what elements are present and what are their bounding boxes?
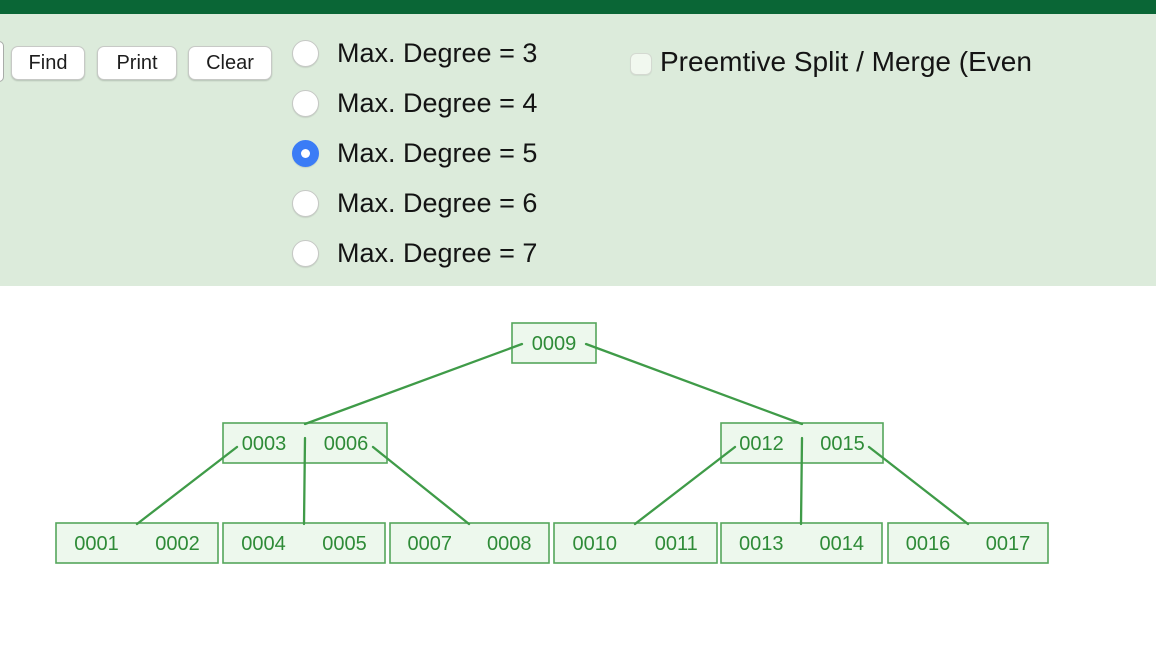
radio-label-max-degree-6: Max. Degree = 6	[337, 187, 538, 218]
preemptive-split-merge-checkbox[interactable]	[630, 53, 652, 75]
tree-edge-2	[135, 445, 239, 526]
tree-edge-4	[371, 445, 471, 526]
tree-key-0014: 0014	[820, 533, 865, 555]
radio-row-max-degree-4: Max. Degree = 4	[292, 87, 537, 119]
tree-node-leaf-1	[55, 522, 219, 564]
find-input[interactable]	[0, 41, 4, 82]
tree-key-0005: 0005	[322, 533, 367, 555]
tree-edge-5	[633, 445, 737, 526]
tree-edge-1	[584, 342, 804, 426]
tree-key-0007: 0007	[408, 533, 453, 555]
window-top-bar	[0, 0, 1156, 14]
tree-key-0003: 0003	[242, 433, 287, 455]
tree-key-0013: 0013	[739, 533, 784, 555]
tree-edge-0	[303, 342, 524, 426]
radio-max-degree-4[interactable]	[292, 89, 319, 117]
tree-key-0006: 0006	[324, 433, 369, 455]
tree-key-0016: 0016	[906, 533, 951, 555]
preemptive-split-merge-label: Preemtive Split / Merge (Even	[660, 46, 1032, 77]
tree-key-0001: 0001	[74, 533, 119, 555]
find-button[interactable]: Find	[11, 46, 85, 80]
tree-key-0015: 0015	[820, 433, 865, 455]
tree-node-leaf-6	[887, 522, 1049, 564]
print-button[interactable]: Print	[97, 46, 177, 80]
radio-row-max-degree-7: Max. Degree = 7	[292, 237, 537, 269]
tree-key-0012: 0012	[739, 433, 784, 455]
tree-key-0010: 0010	[573, 533, 618, 555]
tree-key-0008: 0008	[487, 533, 532, 555]
radio-row-max-degree-6: Max. Degree = 6	[292, 187, 537, 219]
tree-edge-7	[867, 445, 970, 526]
radio-row-max-degree-5: Max. Degree = 5	[292, 137, 537, 169]
radio-label-max-degree-7: Max. Degree = 7	[337, 237, 538, 268]
radio-row-max-degree-3: Max. Degree = 3	[292, 37, 537, 69]
radio-label-max-degree-5: Max. Degree = 5	[337, 137, 538, 168]
tree-node-leaf-2	[222, 522, 386, 564]
tree-node-leaf-3	[389, 522, 550, 564]
tree-node-leaf-4	[553, 522, 718, 564]
radio-max-degree-6[interactable]	[292, 189, 319, 217]
tree-edge-3	[302, 436, 307, 526]
radio-max-degree-3[interactable]	[292, 39, 319, 67]
radio-label-max-degree-3: Max. Degree = 3	[337, 37, 538, 68]
tree-key-0004: 0004	[241, 533, 286, 555]
radio-max-degree-7[interactable]	[292, 239, 319, 267]
clear-button[interactable]: Clear	[188, 46, 272, 80]
tree-key-0009: 0009	[532, 333, 577, 355]
tree-node-leaf-5	[720, 522, 883, 564]
tree-key-0002: 0002	[155, 533, 200, 555]
tree-node-root	[511, 322, 597, 364]
radio-max-degree-5[interactable]	[292, 139, 319, 167]
radio-label-max-degree-4: Max. Degree = 4	[337, 87, 538, 118]
tree-edge-6	[799, 436, 804, 526]
tree-key-0017: 0017	[986, 533, 1031, 555]
tree-key-0011: 0011	[655, 533, 698, 555]
